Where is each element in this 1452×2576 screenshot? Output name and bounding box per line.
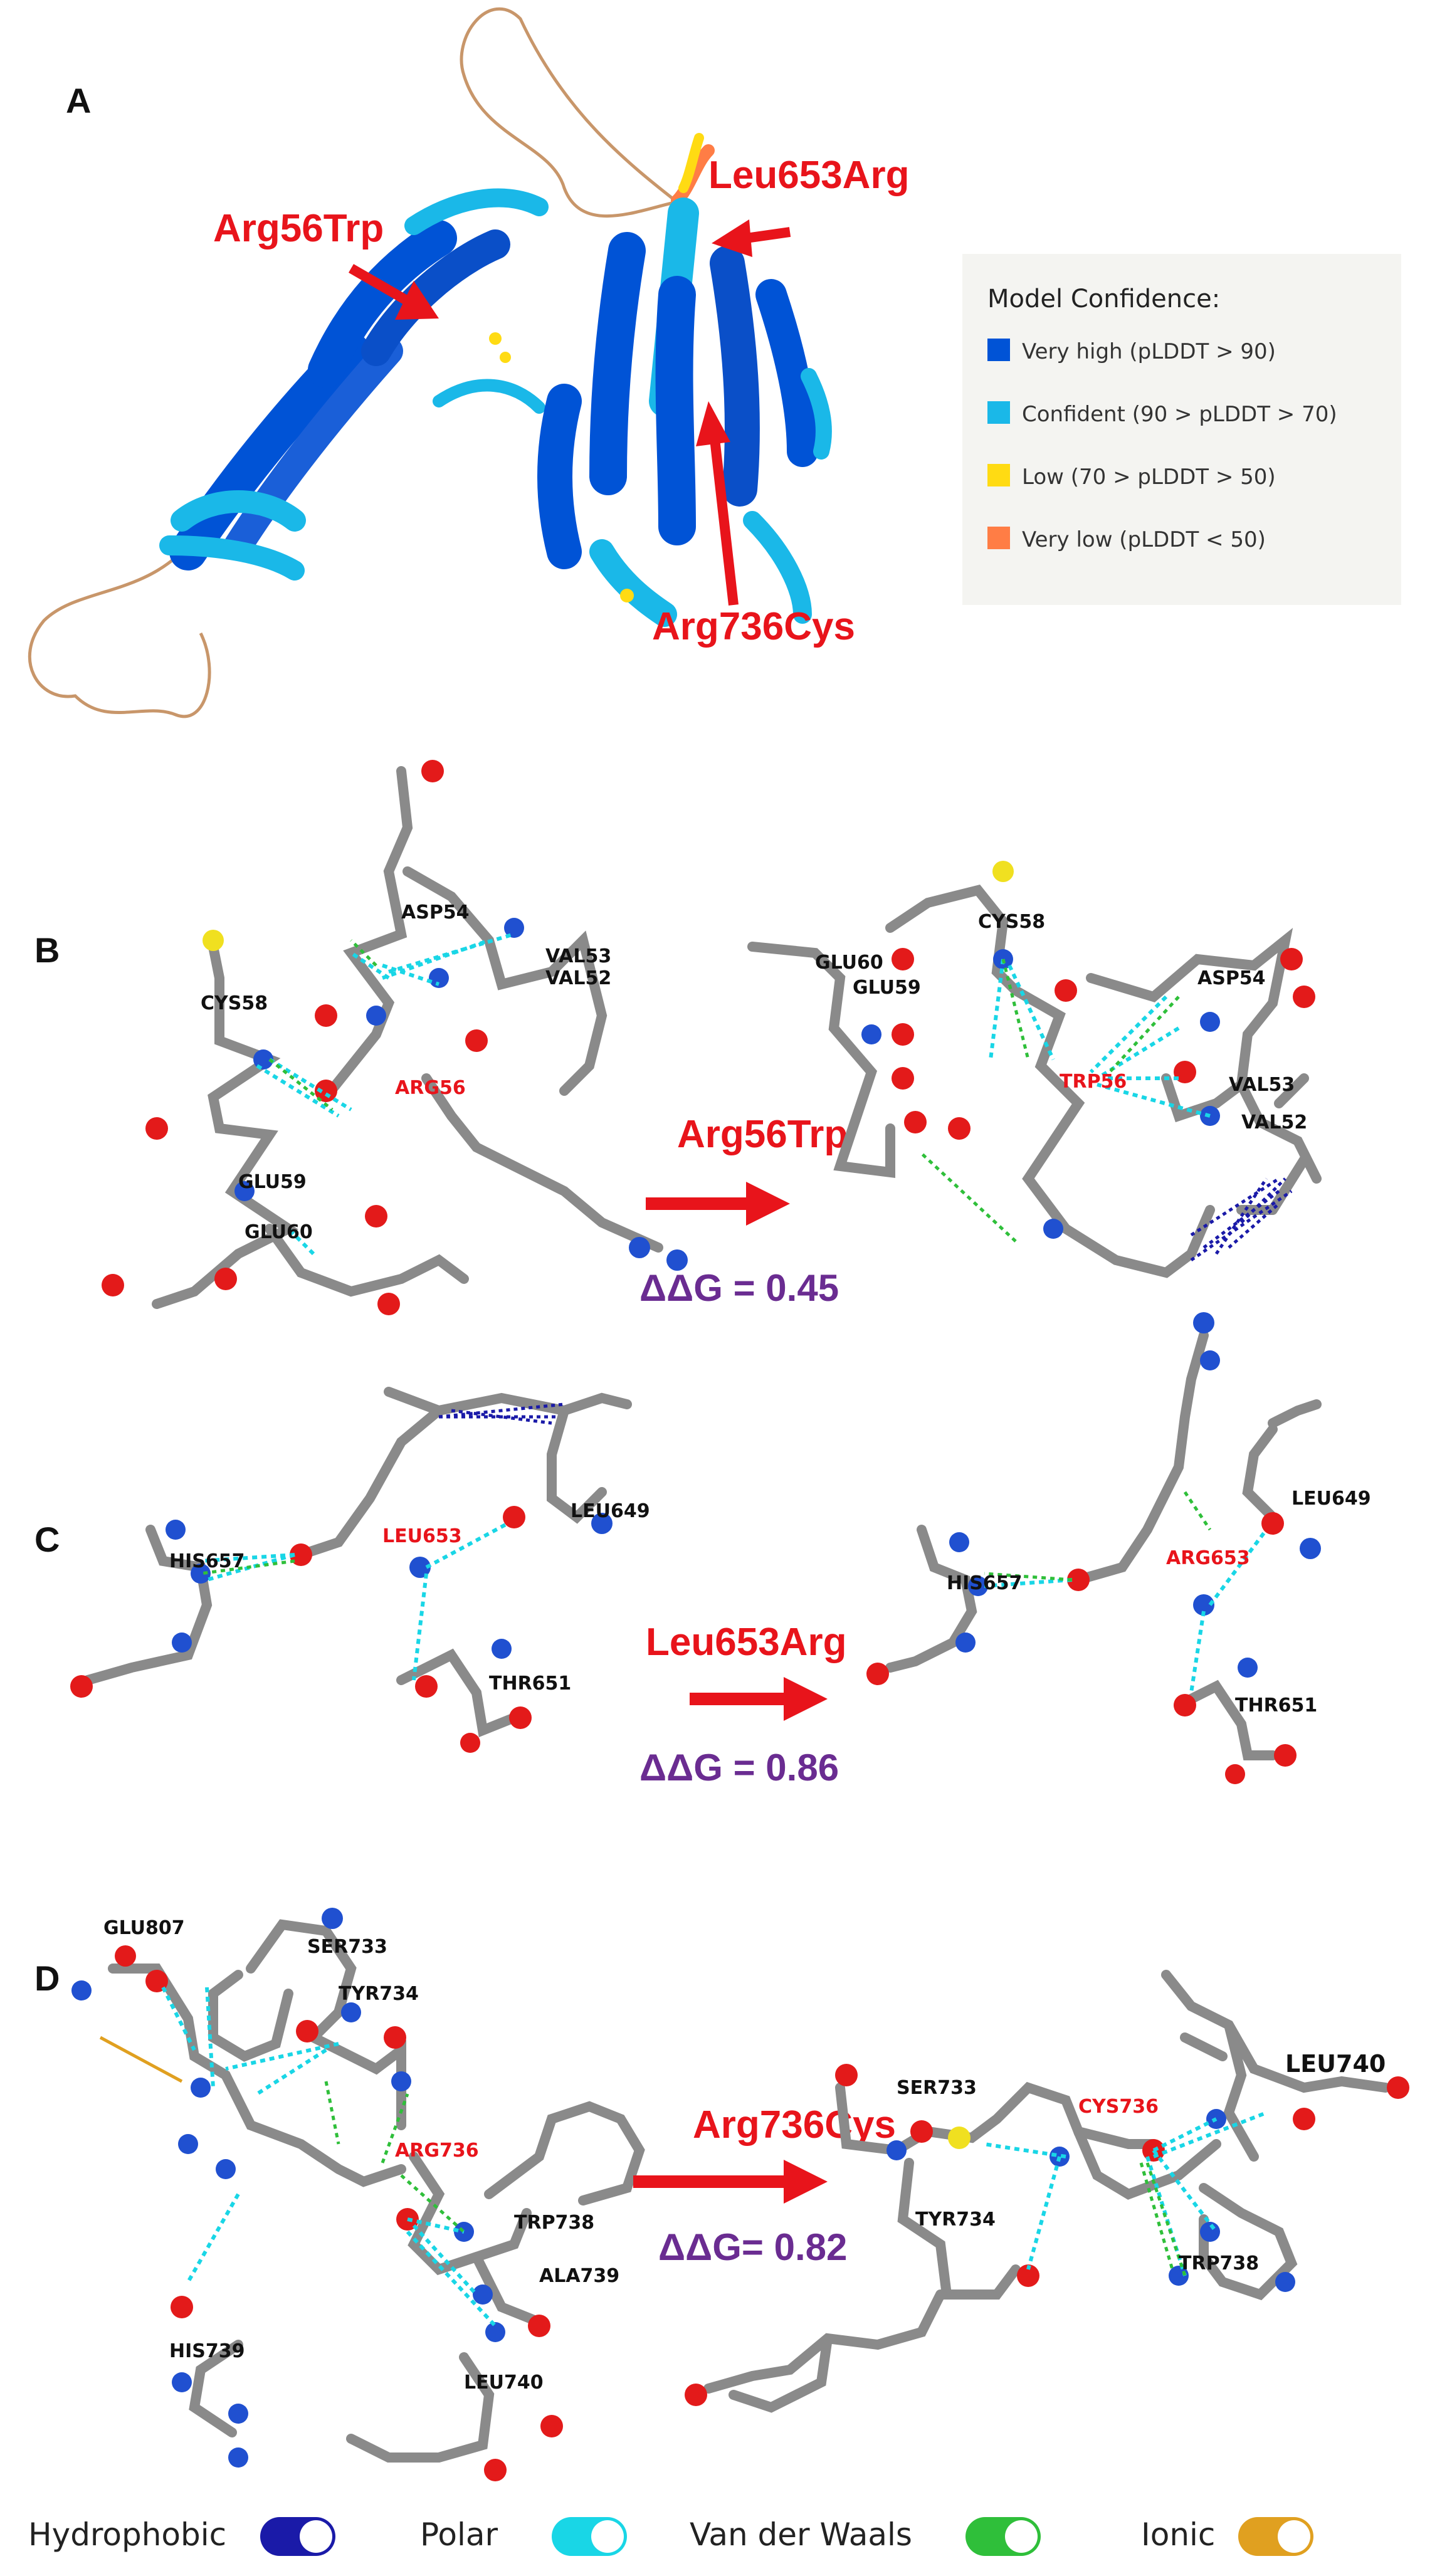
panel-d-arrow-head-icon [784, 2160, 828, 2204]
residue-label-ala739: ALA739 [539, 2265, 619, 2287]
panel-d-mutation-label: Arg736Cys [693, 2103, 896, 2147]
residue-label-his739: HIS739 [169, 2340, 245, 2362]
residue-label-val53: VAL53 [545, 945, 611, 967]
panel-d-mutant-structure: SER733 CYS736 LEU740 TYR734 TRP738 [685, 1970, 1409, 2413]
panel-c-wild-type-structure: LEU653 LEU649 HIS657 THR651 [70, 1387, 650, 1753]
residue-label-glu59: GLU59 [238, 1171, 307, 1193]
protein-domain-right [537, 133, 832, 627]
residue-label-mut-his657: HIS657 [947, 1572, 1023, 1594]
residue-label-mut-cys736: CYS736 [1078, 2096, 1159, 2118]
residue-label-trp738: TRP738 [514, 2212, 594, 2234]
panel-b-mutation-label: Arg56Trp [677, 1113, 848, 1156]
panel-a-letter: A [66, 81, 91, 120]
residue-label-glu60: GLU60 [245, 1221, 313, 1243]
legend-swatch-low [987, 464, 1010, 486]
arrow-leu653arg [745, 227, 791, 243]
residue-label-ser733: SER733 [307, 1936, 387, 1958]
residue-label-val52: VAL52 [545, 967, 611, 989]
panel-b-mutant-structure: CYS58 GLU60 GLU59 ASP54 TRP56 VAL53 VAL5… [747, 861, 1322, 1278]
panel-c-arrow-head-icon [784, 1677, 828, 1721]
panel-b-arrow-head-icon [746, 1182, 790, 1226]
legend-swatch-very-high [987, 339, 1010, 361]
panel-b-letter: B [34, 930, 60, 970]
panel-d-letter: D [34, 1958, 60, 1998]
residue-label-mut-glu59: GLU59 [853, 977, 921, 999]
residue-label-mut-cys58: CYS58 [978, 911, 1045, 933]
residue-label-mut-asp54: ASP54 [1197, 967, 1266, 989]
residue-label-leu653: LEU653 [382, 1525, 462, 1547]
panel-a: A [28, 8, 1401, 718]
arrow-label-arg736cys: Arg736Cys [652, 605, 855, 648]
residue-label-arg56: ARG56 [395, 1077, 466, 1099]
legend-swatch-very-low [987, 527, 1010, 549]
residue-label-mut-glu60: GLU60 [815, 952, 883, 974]
residue-label-mut-tyr734: TYR734 [915, 2209, 996, 2231]
interaction-label-polar: Polar [420, 2516, 498, 2553]
confidence-legend: Model Confidence: Very high (pLDDT > 90)… [962, 254, 1401, 605]
hydrophobic-toggle-icon [260, 2517, 335, 2556]
residue-label-leu649: LEU649 [571, 1500, 650, 1522]
residue-label-leu740: LEU740 [464, 2372, 544, 2394]
ionic-toggle-icon [1238, 2517, 1313, 2556]
residue-label-asp54: ASP54 [401, 902, 470, 923]
residue-label-glu807: GLU807 [103, 1917, 185, 1939]
legend-item-low: Low (70 > pLDDT > 50) [1022, 465, 1276, 490]
disordered-loop-left [28, 550, 211, 718]
panel-d: D [34, 1908, 1409, 2481]
panel-b-ddg: ΔΔG = 0.45 [639, 1267, 839, 1309]
arrow-head-arg736cys-icon [696, 401, 730, 446]
panel-c-ddg: ΔΔG = 0.86 [639, 1747, 839, 1789]
arrow-arg736cys [710, 438, 739, 606]
arrow-label-arg56trp: Arg56Trp [213, 207, 384, 250]
residue-label-mut-leu649: LEU649 [1292, 1488, 1371, 1510]
legend-item-very-high: Very high (pLDDT > 90) [1022, 339, 1276, 364]
residue-label-mut-arg653: ARG653 [1166, 1547, 1250, 1569]
residue-label-mut-trp56: TRP56 [1060, 1071, 1127, 1093]
residue-label-mut-leu740: LEU740 [1285, 2050, 1386, 2078]
residue-label-mut-thr651: THR651 [1235, 1695, 1317, 1716]
arrow-label-leu653arg: Leu653Arg [708, 154, 909, 197]
panel-c-mutant-structure: HIS657 ARG653 LEU649 THR651 [866, 1312, 1371, 1784]
legend-swatch-confident [987, 401, 1010, 424]
panel-b: B CYS58 [34, 760, 1322, 1315]
panel-d-ddg: ΔΔG= 0.82 [658, 2226, 847, 2268]
residue-label-mut-val53: VAL53 [1229, 1074, 1295, 1096]
residue-label-mut-val52: VAL52 [1241, 1112, 1307, 1133]
residue-label-mut-trp738: TRP738 [1179, 2253, 1259, 2274]
panel-b-wild-type-structure: CYS58 ASP54 VAL53 VAL52 ARG56 GLU59 GLU6… [102, 760, 688, 1315]
panel-d-wild-type-structure: GLU807 SER733 TYR734 ARG736 TRP738 ALA73… [71, 1908, 645, 2481]
legend-title: Model Confidence: [987, 285, 1220, 313]
residue-label-arg736: ARG736 [395, 2140, 479, 2162]
legend-item-very-low: Very low (pLDDT < 50) [1022, 527, 1266, 552]
residue-label-thr651: THR651 [489, 1673, 571, 1695]
disordered-loop-top [460, 8, 685, 218]
legend-item-confident: Confident (90 > pLDDT > 70) [1022, 402, 1337, 427]
residue-label-mut-ser733: SER733 [897, 2077, 977, 2099]
interaction-label-van-der-waals: Van der Waals [690, 2516, 912, 2553]
arrow-head-arg56trp-icon [395, 281, 439, 320]
panel-c: C LEU653 LEU649 HIS657 THR651 [34, 1312, 1371, 1789]
residue-label-his657: HIS657 [169, 1550, 245, 1572]
protein-domain-left [159, 188, 549, 581]
polar-toggle-icon [552, 2517, 627, 2556]
residue-label-cys58: CYS58 [201, 992, 268, 1014]
residue-label-tyr734: TYR734 [339, 1983, 419, 2005]
interaction-label-hydrophobic: Hydrophobic [28, 2516, 226, 2553]
van-der-waals-toggle-icon [965, 2517, 1041, 2556]
interaction-label-ionic: Ionic [1141, 2516, 1215, 2553]
arrow-head-leu653arg-icon [712, 219, 752, 257]
interaction-legend: Hydrophobic Polar Van der Waals Ionic [28, 2516, 1313, 2556]
arrow-arg56trp [348, 264, 411, 305]
panel-c-mutation-label: Leu653Arg [646, 1621, 846, 1664]
panel-c-letter: C [34, 1520, 60, 1559]
